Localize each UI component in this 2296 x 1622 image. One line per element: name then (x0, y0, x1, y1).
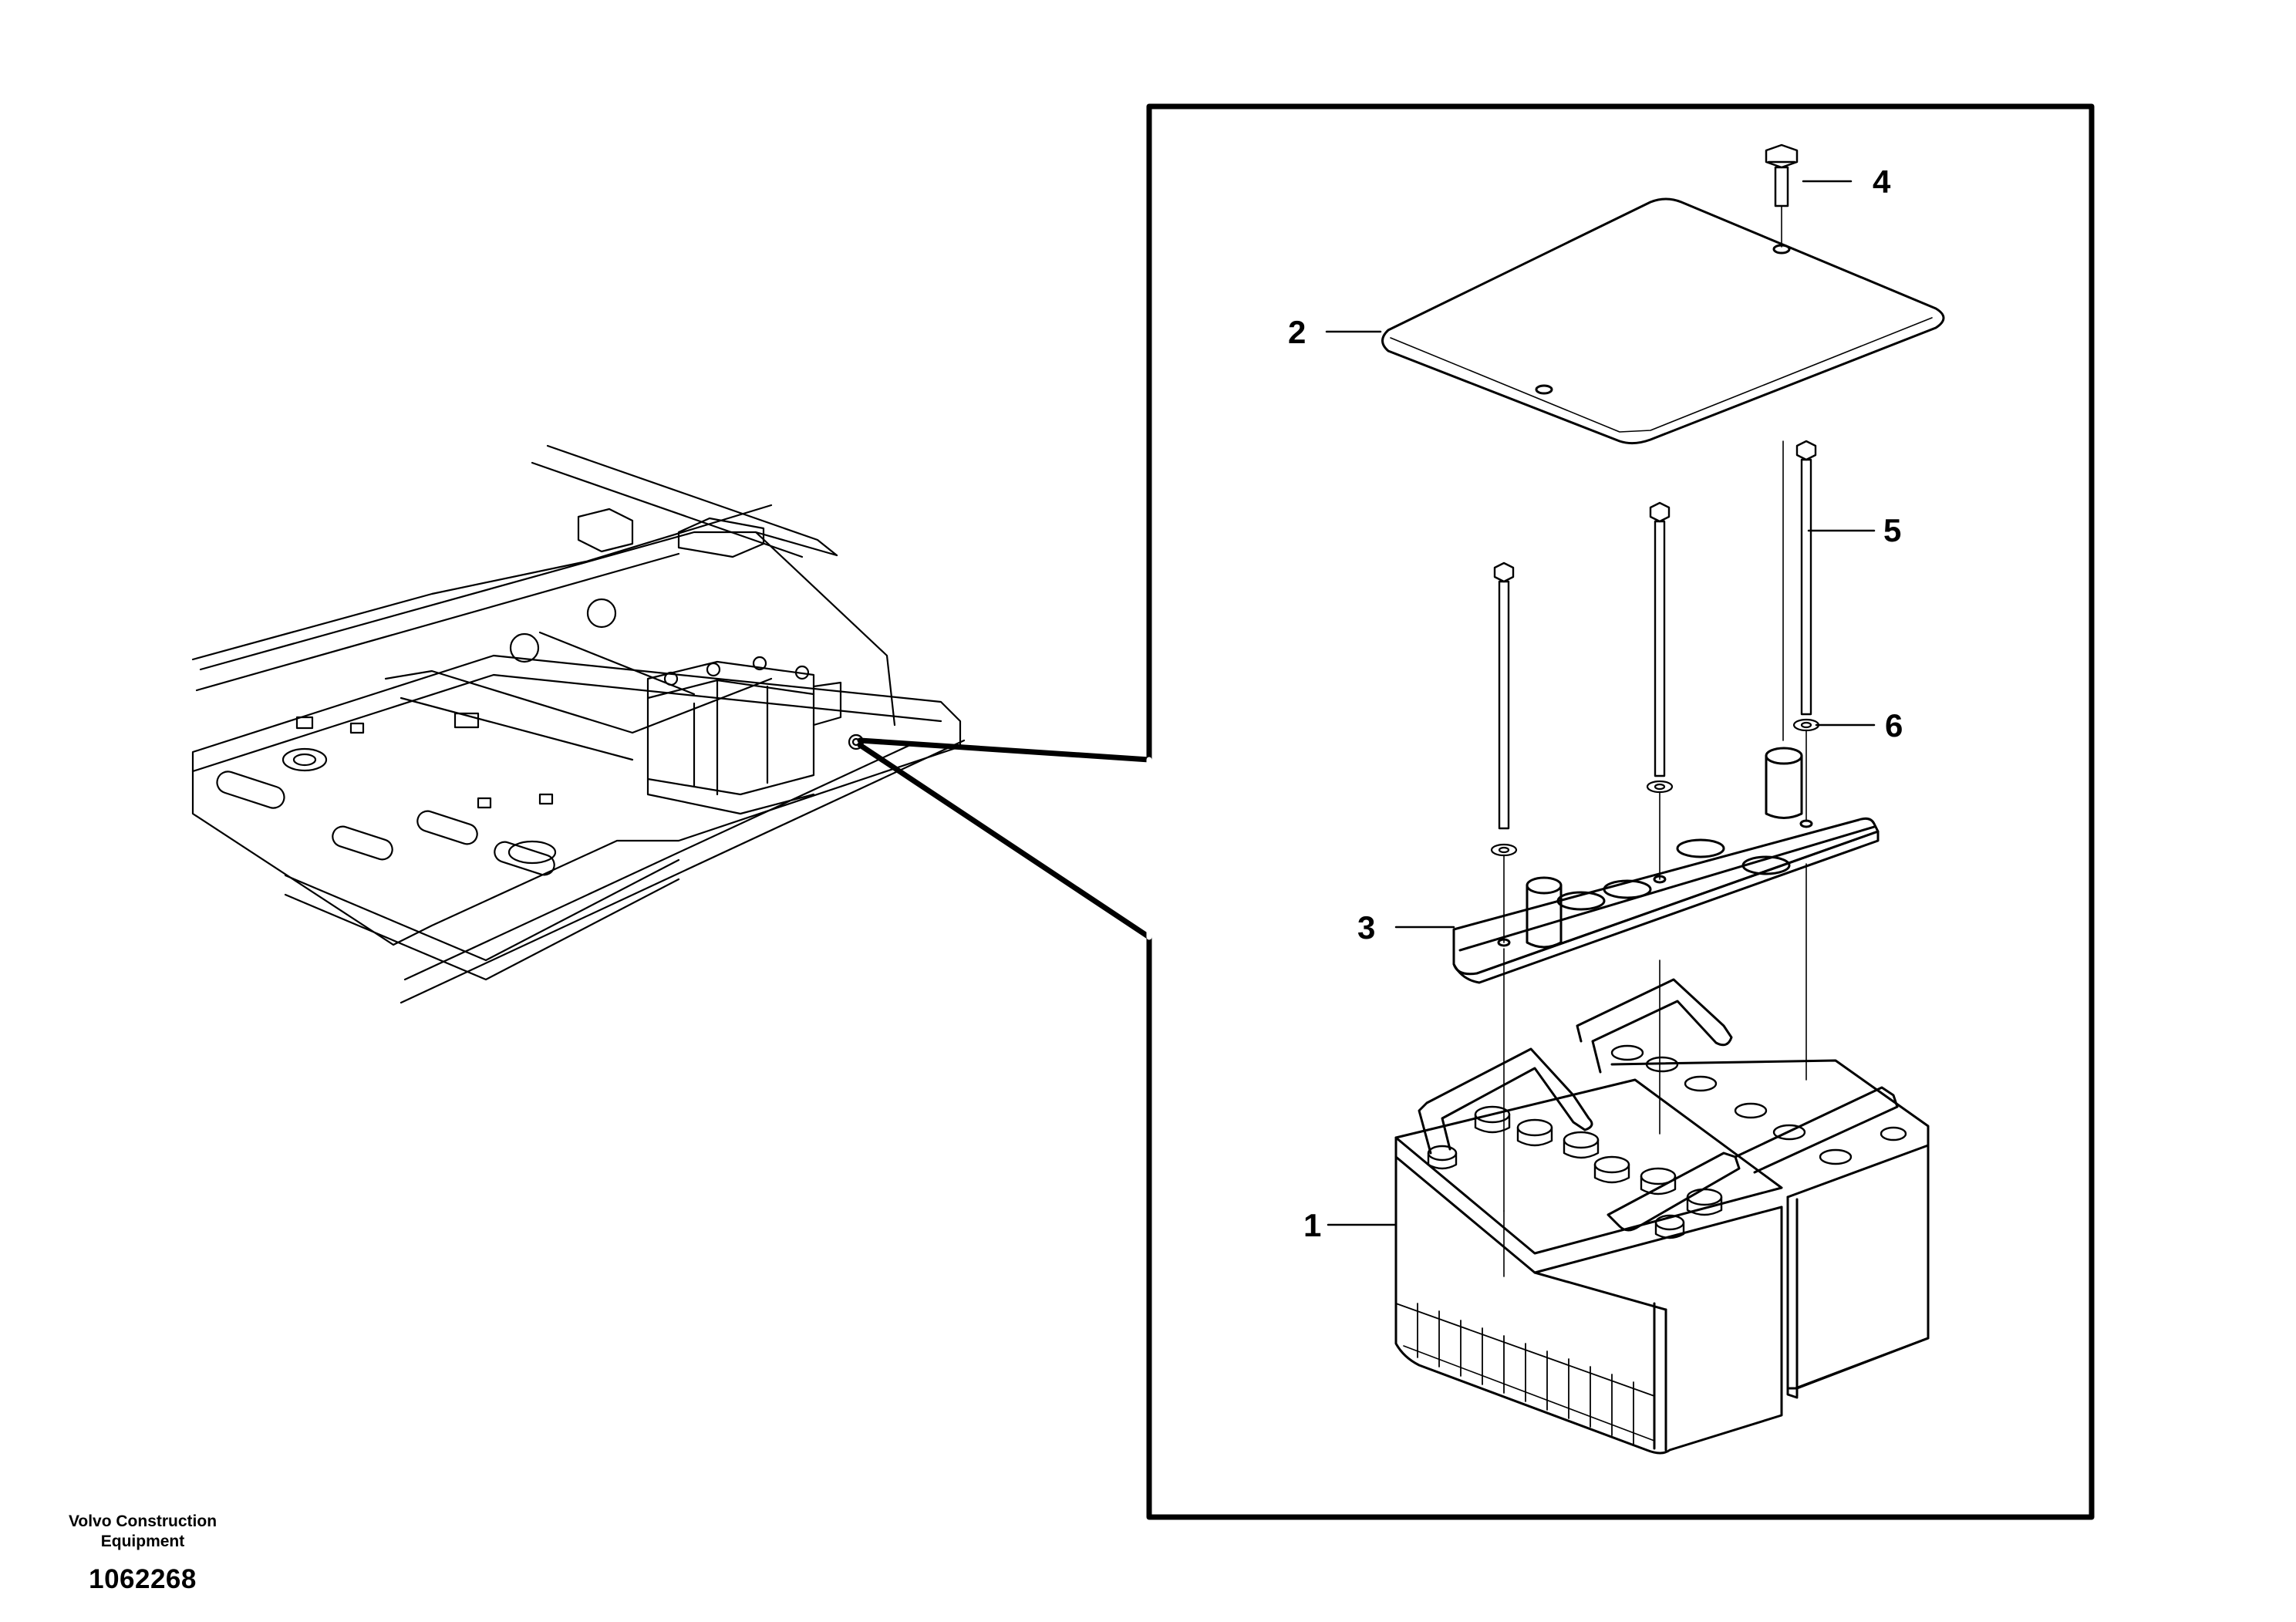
brand-line-2: Equipment (100, 1533, 185, 1550)
detail-view-frame (1146, 103, 2095, 1520)
detail-leader-lines (857, 737, 1152, 940)
callout-4: 4 (1873, 164, 1891, 200)
footer-block: Volvo Construction Equipment 1062268 (54, 1512, 231, 1595)
part-hold-down-bracket (1452, 747, 1880, 984)
battery-pack-small (646, 656, 842, 815)
callout-1: 1 (1303, 1207, 1321, 1243)
callout-3: 3 (1357, 909, 1375, 946)
part-long-bolts (1493, 440, 1817, 830)
callout-5: 5 (1883, 512, 1901, 548)
callout-leaders (1325, 180, 1876, 1226)
machine-frame-overview (191, 444, 966, 1004)
part-screw (1765, 143, 1799, 248)
assembly-guide-lines (1503, 730, 1807, 1212)
brand-line-1: Volvo Construction (68, 1512, 217, 1530)
part-batteries (1394, 978, 1930, 1455)
document-number: 1062268 (89, 1564, 197, 1594)
callout-2: 2 (1288, 314, 1306, 350)
part-cover-plate (1381, 197, 1945, 741)
callout-6: 6 (1885, 707, 1903, 744)
